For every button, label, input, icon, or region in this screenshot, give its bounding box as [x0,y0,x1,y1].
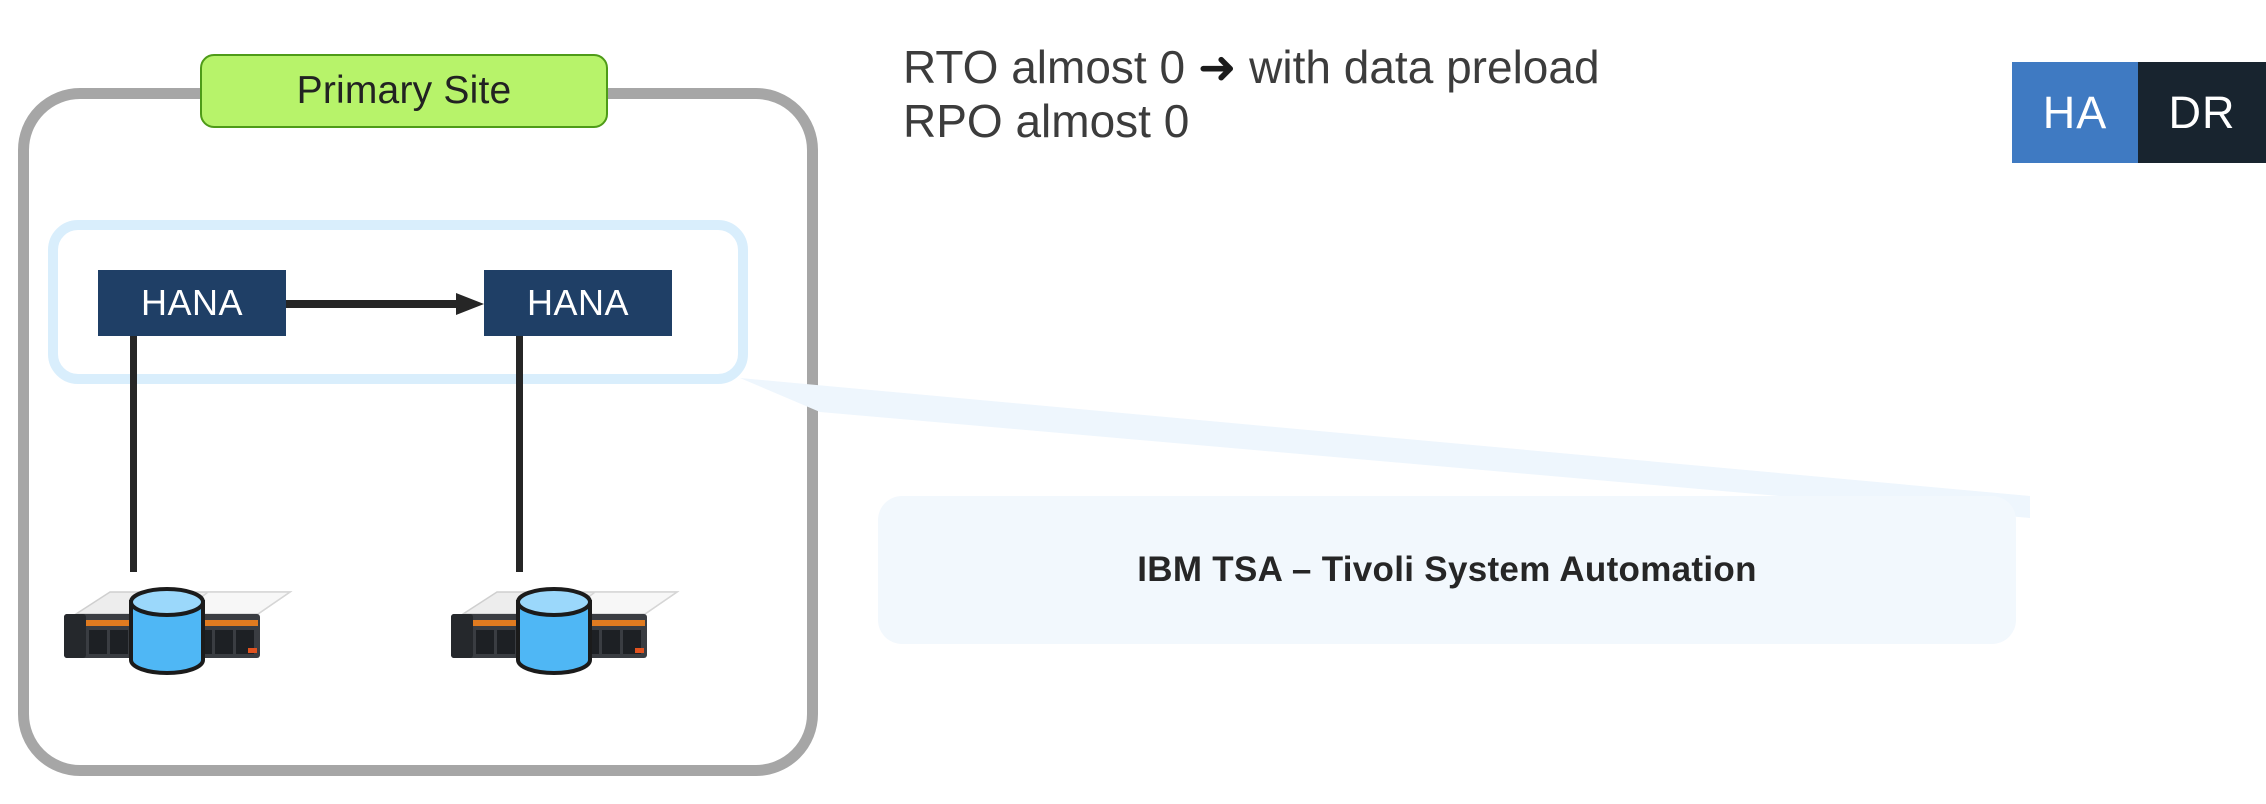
right-arrow-icon: ➜ [1197,41,1237,93]
tsa-callout-panel: IBM TSA – Tivoli System Automation [878,496,2016,644]
primary-site-label-text: Primary Site [296,69,512,112]
primary-site-label: Primary Site [200,54,608,128]
replication-arrow-icon [286,293,484,315]
database-cylinder-icon [516,587,592,675]
hana-node-secondary: HANA [484,270,672,336]
kpi-rto-prefix: RTO almost 0 [903,41,1198,93]
ha-dr-badge: HA DR [2012,62,2266,163]
node-storage-connector-2 [516,336,523,572]
kpi-rto-suffix: with data preload [1236,41,1600,93]
node-storage-connector-1 [130,336,137,572]
hana-node-primary: HANA [98,270,286,336]
storage-node-1 [58,562,308,682]
tsa-callout-text: IBM TSA – Tivoli System Automation [1137,550,1757,589]
server-rack-icon [451,587,680,675]
server-rack-icon [64,587,293,675]
kpi-line-rpo: RPO almost 0 [903,95,1190,148]
storage-node-2 [445,562,695,682]
badge-segment-ha: HA [2012,62,2138,163]
hana-node-secondary-label: HANA [526,282,630,323]
kpi-text-block: RTO almost 0 ➜ with data preload RPO alm… [903,40,1963,149]
hana-node-primary-label: HANA [140,282,244,323]
badge-segment-dr: DR [2138,62,2266,163]
database-cylinder-icon [129,587,205,675]
kpi-line-rto: RTO almost 0 ➜ with data preload [903,40,1963,94]
